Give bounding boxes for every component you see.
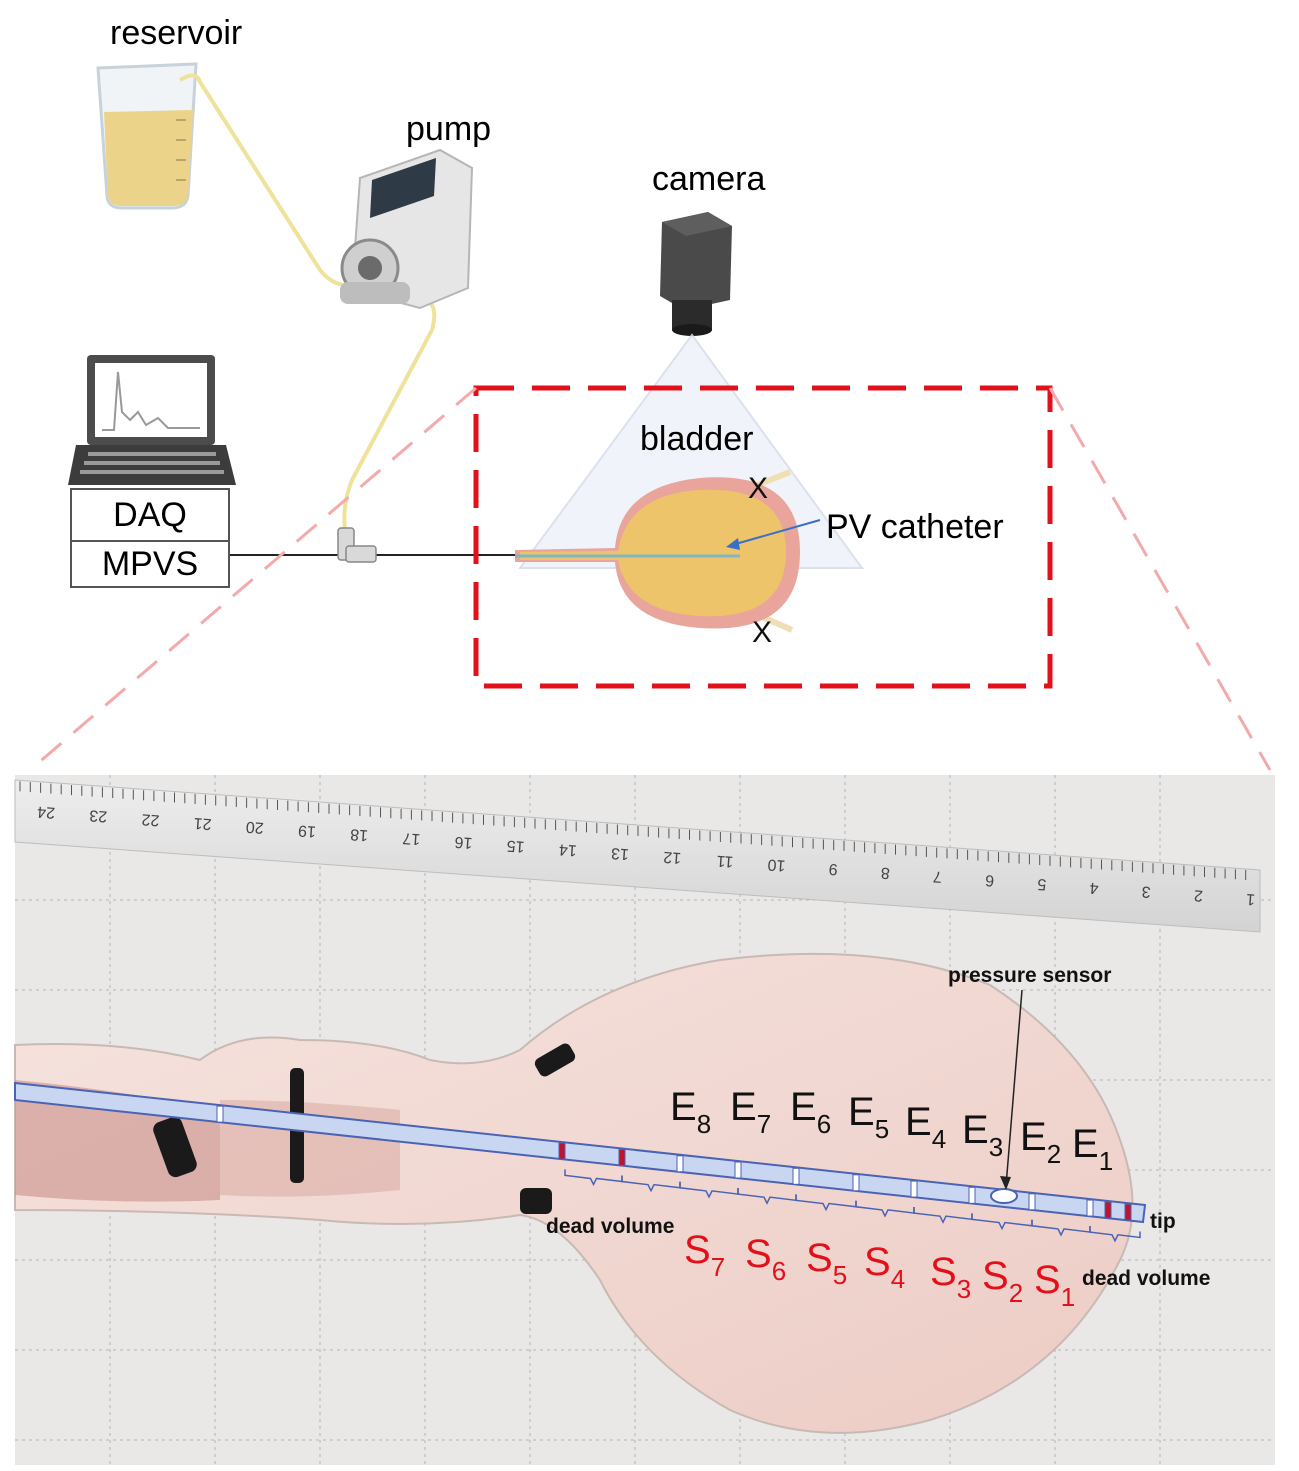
- segment-label-s1: S1: [1034, 1258, 1076, 1312]
- electrode-label-e1: E1: [1072, 1122, 1114, 1176]
- segment-label-s4: S4: [864, 1240, 906, 1294]
- catheter-electrode-ring: [910, 1180, 918, 1198]
- catheter-electrode-ring: [852, 1174, 860, 1192]
- catheter-electrode-ring: [1086, 1199, 1094, 1217]
- ruler-number: 16: [454, 833, 473, 851]
- electrode-label-e3: E3: [962, 1108, 1004, 1162]
- camera-label: camera: [652, 160, 766, 198]
- segment-label-s2: S2: [982, 1254, 1024, 1308]
- ruler-number: 17: [402, 829, 421, 847]
- ruler-number: 8: [880, 864, 890, 882]
- ruler-number: 22: [141, 810, 160, 828]
- catheter-electrode-ring: [676, 1155, 684, 1173]
- t-connector-icon: [337, 527, 377, 563]
- segment-label-s5: S5: [806, 1236, 848, 1290]
- catheter-electrode-ring: [1124, 1203, 1132, 1221]
- tip-label: tip: [1150, 1210, 1176, 1233]
- laptop-icon: [68, 355, 236, 485]
- reservoir-beaker-icon: [96, 62, 198, 210]
- pv-catheter: [14, 1081, 1147, 1224]
- catheter-electrode-ring: [1104, 1201, 1112, 1219]
- ruler-number: 11: [716, 852, 734, 870]
- segment-label-s3: S3: [930, 1250, 972, 1304]
- pressure-sensor-element: [990, 1188, 1018, 1204]
- tubing-reservoir-to-pump: [178, 73, 361, 287]
- ruler-number: 10: [767, 855, 786, 873]
- zoom-line-left: [29, 386, 477, 772]
- electrode-label-e7: E7: [730, 1085, 772, 1139]
- ruler-number: 7: [932, 867, 942, 885]
- catheter-electrode-ring: [558, 1142, 566, 1160]
- dead-volume-left-label: dead volume: [546, 1215, 675, 1238]
- ligature-x-top: X: [748, 472, 768, 505]
- ruler-number: 5: [1037, 875, 1047, 893]
- ruler-number: 9: [828, 860, 838, 878]
- ruler-number: 20: [245, 818, 264, 836]
- ruler-number: 12: [663, 848, 682, 866]
- dead-volume-right-label: dead volume: [1082, 1267, 1211, 1290]
- ruler-number: 3: [1141, 882, 1151, 900]
- ruler-number: 18: [350, 825, 369, 843]
- reservoir-label: reservoir: [110, 14, 243, 52]
- ruler-number: 24: [37, 803, 56, 821]
- zoom-region-box: [473, 385, 1053, 689]
- electrode-label-e2: E2: [1020, 1115, 1062, 1169]
- ruler-number: 19: [297, 822, 316, 840]
- peristaltic-pump-icon: [340, 148, 474, 310]
- ruler-number: 14: [558, 840, 577, 858]
- catheter-electrode-ring: [216, 1105, 224, 1123]
- mpvs-box: MPVS: [70, 540, 230, 588]
- ruler-number: 13: [611, 844, 630, 862]
- catheter-electrode-ring: [1028, 1193, 1036, 1211]
- catheter-electrode-ring: [968, 1186, 976, 1204]
- bladder-illustration: [515, 469, 800, 633]
- catheter-electrode-ring: [792, 1167, 800, 1185]
- ruler-number: 2: [1193, 886, 1203, 904]
- electrode-label-e4: E4: [905, 1100, 947, 1154]
- ruler-number: 6: [985, 871, 995, 889]
- zoom-line-right: [1048, 387, 1272, 771]
- pv-catheter-label: PV catheter: [826, 508, 1004, 546]
- camera-icon: [660, 212, 732, 336]
- ruler-number: 15: [506, 837, 525, 855]
- electrode-label-e5: E5: [848, 1090, 890, 1144]
- ruler-number: 1: [1245, 890, 1255, 908]
- ruler-number: 4: [1089, 879, 1099, 897]
- pump-label: pump: [406, 110, 492, 148]
- catheter-electrode-ring: [618, 1149, 626, 1167]
- electrode-label-e6: E6: [790, 1085, 832, 1139]
- bladder-label: bladder: [640, 420, 754, 458]
- daq-box: DAQ: [70, 488, 230, 542]
- ruler-number: 23: [89, 806, 108, 824]
- catheter-electrode-ring: [734, 1161, 742, 1179]
- segment-label-s7: S7: [684, 1228, 726, 1282]
- segment-brace: [1089, 1226, 1141, 1243]
- ruler-number: 21: [193, 814, 212, 832]
- pressure-sensor-label: pressure sensor: [948, 964, 1112, 987]
- segment-label-s6: S6: [745, 1232, 787, 1286]
- electrode-label-e8: E8: [670, 1085, 712, 1139]
- pv-catheter-arrow: [731, 519, 821, 546]
- tubing-pump-to-connector: [342, 298, 437, 531]
- ligature-x-bottom: X: [752, 616, 772, 649]
- pressure-sensor-arrow: [1005, 989, 1023, 1187]
